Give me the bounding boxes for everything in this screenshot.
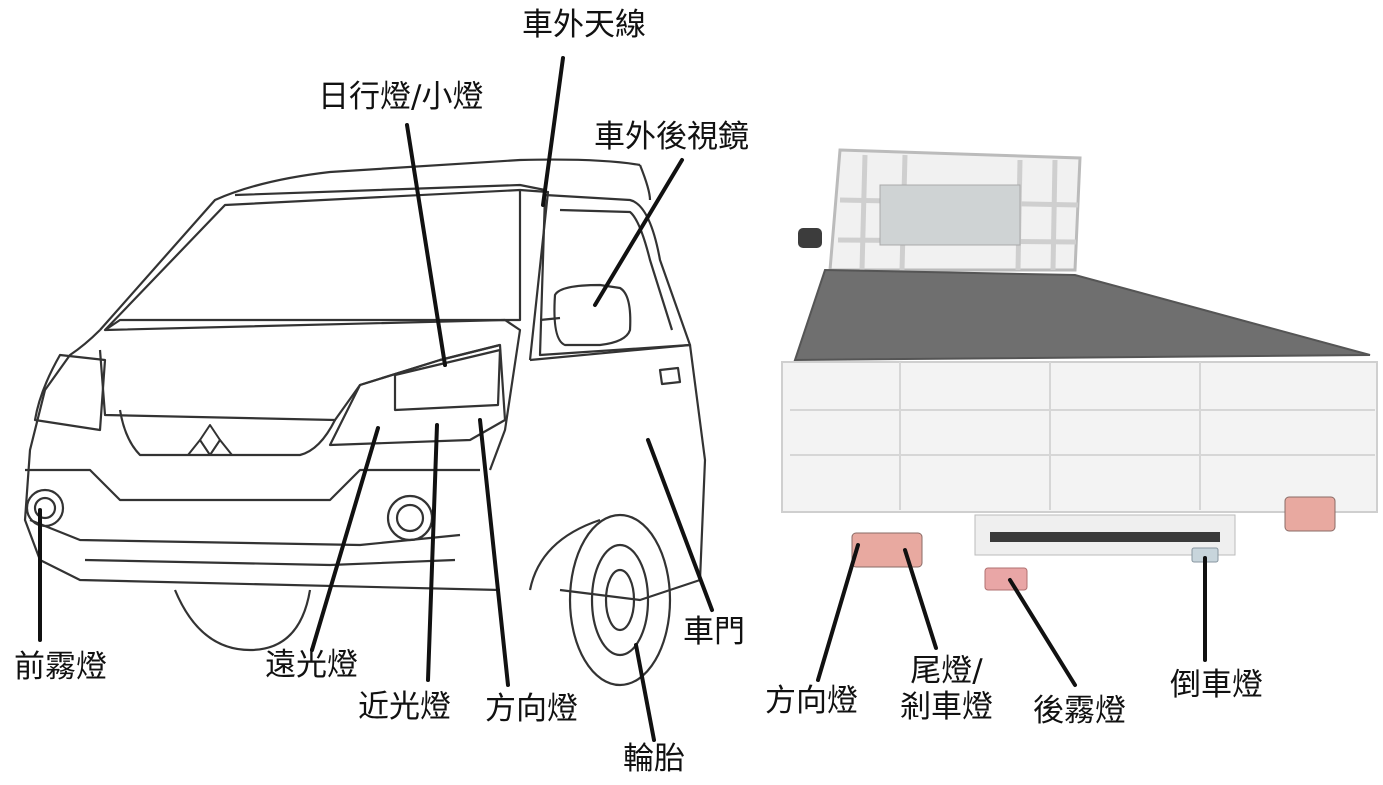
label-door: 車門 <box>683 614 745 650</box>
rear-truck-illustration <box>781 148 1378 591</box>
label-brake: 剎車燈 <box>900 688 993 725</box>
label-tire: 輪胎 <box>623 741 685 777</box>
label-front-fog: 前霧燈 <box>14 649 107 685</box>
label-tail-brake: 尾燈/ 剎車燈 <box>900 653 993 725</box>
leader-lines <box>38 56 1207 742</box>
label-antenna: 車外天線 <box>522 7 646 43</box>
label-tail: 尾燈/ <box>910 653 983 689</box>
label-high-beam: 遠光燈 <box>265 647 358 683</box>
label-rear-fog: 後霧燈 <box>1033 693 1126 729</box>
label-mirror: 車外後視鏡 <box>594 119 749 155</box>
label-low-beam: 近光燈 <box>358 689 451 725</box>
mitsubishi-logo-icon <box>187 424 233 456</box>
label-front-turn: 方向燈 <box>485 691 578 727</box>
label-reverse: 倒車燈 <box>1170 667 1263 703</box>
front-van-illustration <box>23 158 707 687</box>
label-drl: 日行燈/小燈 <box>318 79 484 115</box>
label-rear-turn: 方向燈 <box>765 683 858 719</box>
